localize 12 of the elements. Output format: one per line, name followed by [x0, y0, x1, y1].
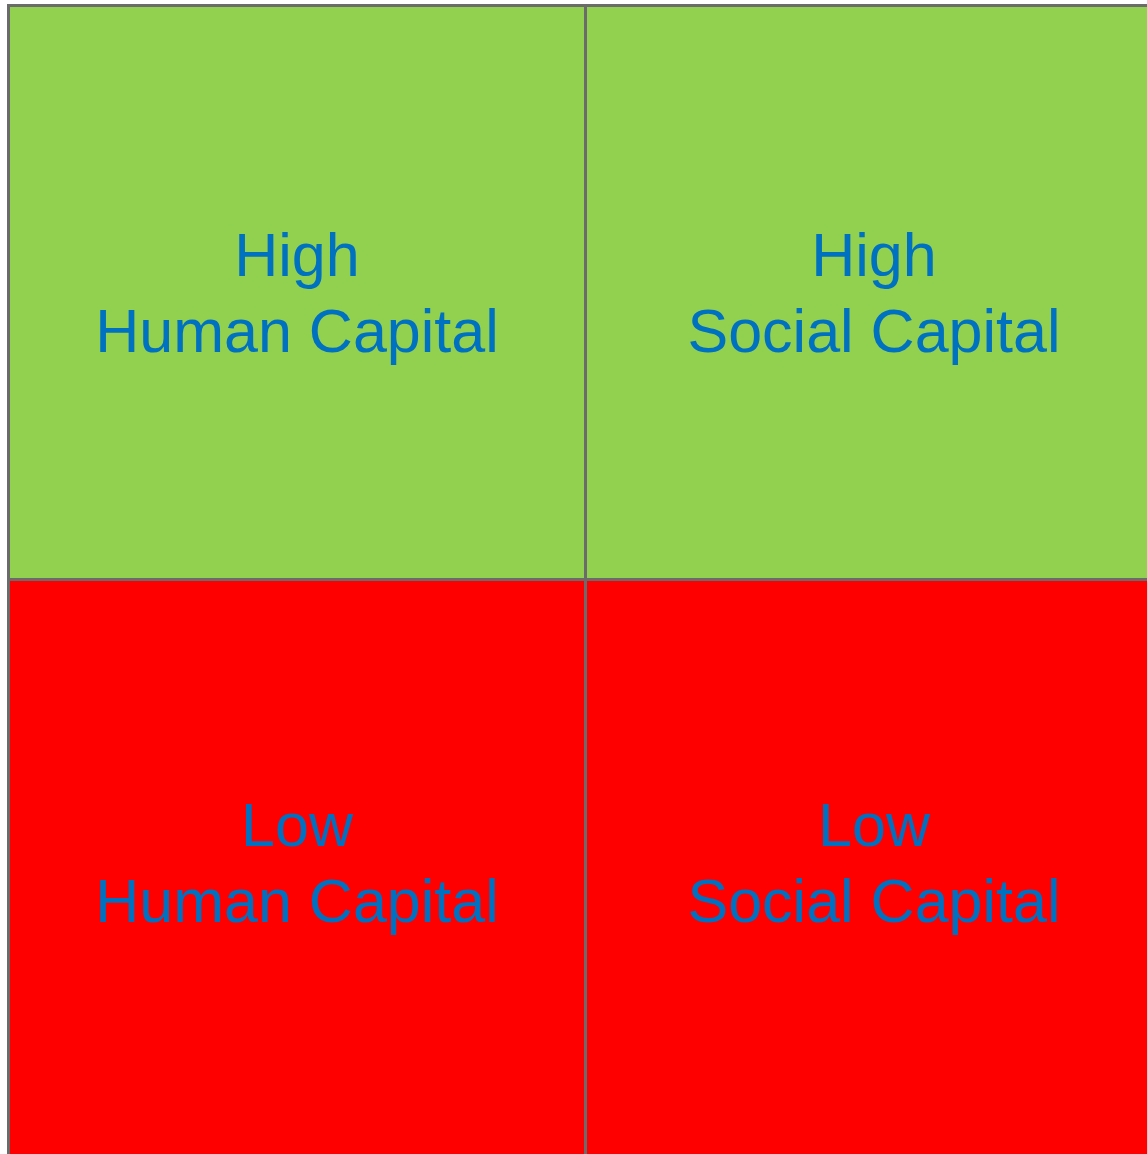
quadrant-label: Human Capital [95, 295, 499, 367]
quadrant-label: Low [818, 790, 930, 861]
quadrant-label: High [234, 219, 360, 291]
quadrant-label: Human Capital [95, 866, 499, 937]
quadrant-label: Low [241, 790, 353, 861]
quadrant-box [7, 578, 587, 1154]
quadrant-box [7, 4, 587, 581]
quadrant-box [584, 578, 1147, 1154]
quadrant-box [584, 4, 1147, 581]
quadrant-label: Social Capital [687, 866, 1061, 937]
quadrant-label: High [811, 219, 937, 291]
quadrant-label: Social Capital [687, 295, 1061, 367]
